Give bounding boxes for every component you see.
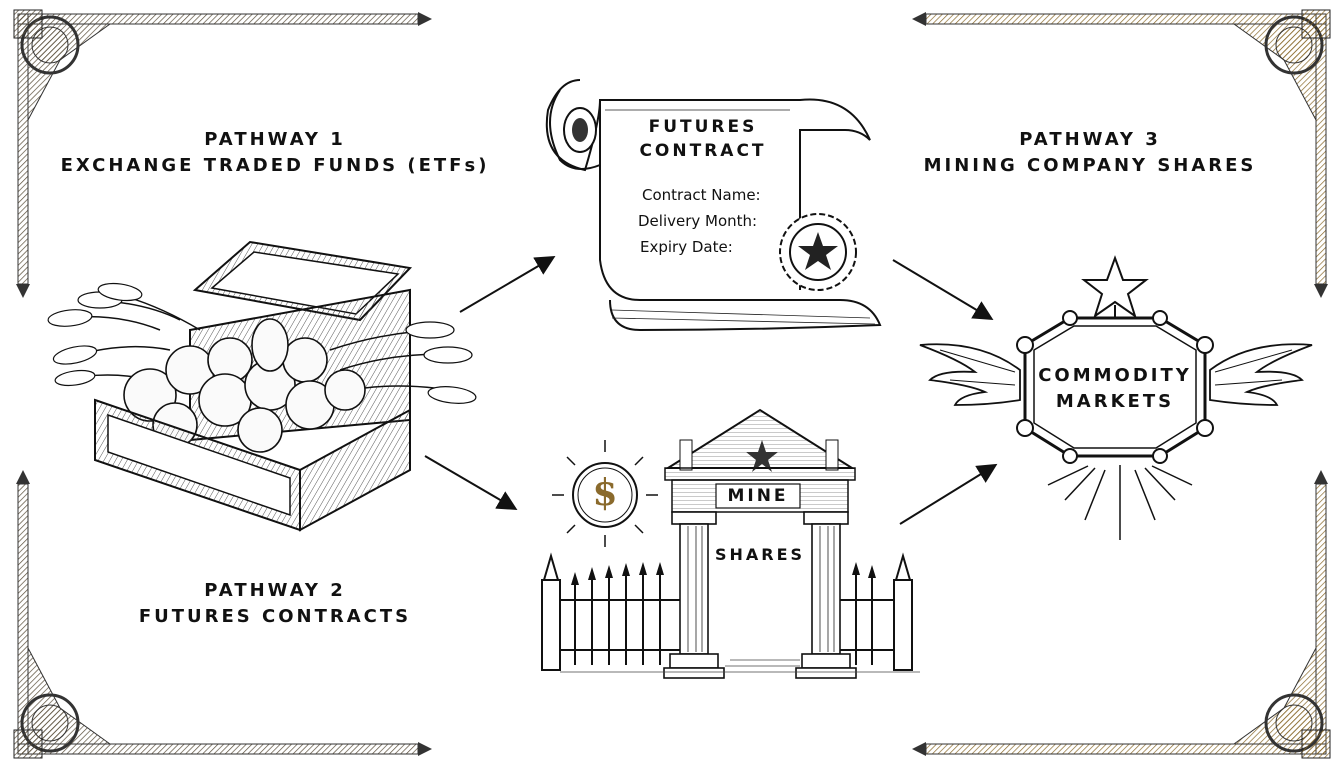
pathway-3-number: PATHWAY 3 (1019, 129, 1161, 150)
scroll-title: FUTURES CONTRACT (618, 115, 788, 163)
scroll-title-line2: CONTRACT (639, 141, 767, 161)
pathway-1-number: PATHWAY 1 (204, 129, 346, 150)
coin-dollar-symbol: $ (592, 472, 618, 514)
badge-line1: COMMODITY (1038, 365, 1192, 386)
pathway-1-title: EXCHANGE TRADED FUNDS (ETFs) (60, 155, 490, 176)
pathway-3-title: MINING COMPANY SHARES (923, 155, 1257, 176)
corner-bottom-left (13, 470, 432, 759)
gate-sign-text: MINE (727, 486, 789, 506)
scroll-field-expiry-date: Expiry Date: (640, 238, 733, 256)
corner-bottom-right (912, 470, 1331, 759)
pathway-2-number: PATHWAY 2 (204, 580, 346, 601)
dollar-coin-icon (552, 440, 658, 547)
seal-star-icon (779, 213, 857, 291)
scroll-title-line1: FUTURES (648, 117, 758, 137)
arrow-crate-to-mine (424, 455, 518, 511)
arrow-crate-to-scroll (459, 255, 556, 313)
corner-top-left (13, 9, 432, 298)
pathway-1-label: PATHWAY 1 EXCHANGE TRADED FUNDS (ETFs) (60, 127, 490, 179)
badge-line2: MARKETS (1055, 391, 1175, 412)
gate-shares-text: SHARES (714, 545, 806, 564)
pathway-2-title: FUTURES CONTRACTS (138, 606, 412, 627)
pathway-3-label: PATHWAY 3 MINING COMPANY SHARES (920, 127, 1260, 179)
scroll-field-delivery-month: Delivery Month: (638, 212, 758, 230)
badge-text: COMMODITY MARKETS (1030, 363, 1200, 415)
scroll-field-contract-name: Contract Name: (642, 186, 761, 204)
arrow-mine-to-markets (899, 463, 998, 525)
arrow-scroll-to-markets (892, 259, 994, 321)
pathway-2-label: PATHWAY 2 FUTURES CONTRACTS (100, 578, 450, 630)
star-icon (1081, 255, 1149, 319)
corner-top-right (912, 9, 1331, 298)
